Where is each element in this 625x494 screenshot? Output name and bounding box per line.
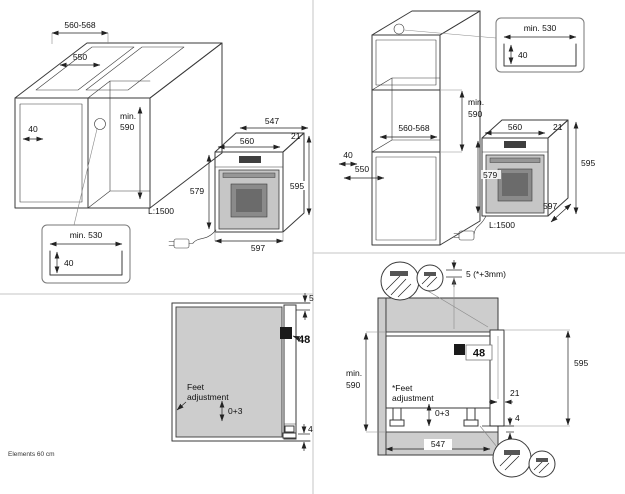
tl-oven-height-dim: 595 xyxy=(290,181,304,191)
oven-door-section xyxy=(489,329,505,427)
tr-inner-width-dim: 550 xyxy=(355,164,369,174)
bl-bracket-height-dim: 48 xyxy=(298,334,310,346)
tr-oven-front-height-dim: 579 xyxy=(483,170,497,180)
tr-niche-min-label: min. xyxy=(468,97,484,107)
tr-oven-height-dim: 595 xyxy=(581,158,595,168)
magnifier-circle xyxy=(416,264,444,292)
br-bottom-gap-dim: 4 xyxy=(515,413,520,423)
br-height-dim: 595 xyxy=(574,358,588,368)
br-adjust-range-dim: 0+3 xyxy=(435,408,450,418)
br-bracket-height-dim: 48 xyxy=(473,348,485,360)
oven-front-section xyxy=(283,304,297,440)
br-min-label: min. xyxy=(346,368,362,378)
oven-handle xyxy=(222,172,276,178)
power-cord xyxy=(473,215,487,235)
tr-oven-front-offset-dim: 21 xyxy=(553,122,563,132)
tl-oven-depth-dim: 547 xyxy=(265,116,279,126)
adjustable-foot xyxy=(284,425,295,433)
tr-installation-drawing: min. 530 40 min. 590 560-568 40 550 xyxy=(338,10,595,246)
foot-base xyxy=(389,419,405,427)
tl-oven-front-height-dim: 579 xyxy=(190,186,204,196)
mounting-bracket xyxy=(280,327,292,339)
tl-recess-depth-dim: min. 530 xyxy=(70,230,103,240)
tr-cable-length: L:1500 xyxy=(489,220,515,230)
bl-feet-label-1: Feet xyxy=(187,382,205,392)
tl-niche-min-value: 590 xyxy=(120,122,134,132)
tl-oven xyxy=(214,132,305,233)
cabinet-top-panel xyxy=(385,297,499,333)
tl-oven-front-offset-dim: 21 xyxy=(291,131,301,141)
tr-recess-detail-box: min. 530 40 xyxy=(495,17,585,73)
base-cabinet xyxy=(14,42,223,209)
power-cord xyxy=(192,229,217,244)
tl-cable-length: L:1500 xyxy=(148,206,174,216)
tl-recess-detail-box: min. 530 40 xyxy=(41,224,131,284)
tl-oven-body-width-dim: 560 xyxy=(240,136,254,146)
tr-oven-width-dim: 597 xyxy=(543,201,557,211)
oven-display xyxy=(239,156,261,163)
br-section-drawing: 48 0+3 *Feet adjustment min. 590 595 21 … xyxy=(346,260,588,478)
adjustable-foot xyxy=(466,407,476,421)
cabinet-side-panel xyxy=(377,297,387,456)
oven-display xyxy=(504,141,526,148)
detail-callout-bottom xyxy=(479,425,556,478)
foot-base xyxy=(282,432,297,439)
tr-side-dim: 40 xyxy=(343,150,353,160)
tr-niche-min-value: 590 xyxy=(468,109,482,119)
br-top-gap-dim: 5 (*+3mm) xyxy=(466,269,506,279)
tl-installation-drawing: 560-568 550 40 min. 590 min. 530 40 xyxy=(14,20,312,284)
magnifier-circle xyxy=(380,261,420,301)
magnifier-circle xyxy=(528,450,556,478)
power-plug xyxy=(168,238,194,249)
tl-oven-width-dim: 597 xyxy=(251,243,265,253)
mounting-bracket xyxy=(454,344,465,355)
tl-inner-width-dim: 550 xyxy=(73,52,87,62)
tr-recess-height-dim: 40 xyxy=(518,50,528,60)
cabinet-section-fill xyxy=(175,306,283,438)
br-feet-label-1: *Feet xyxy=(392,383,413,393)
br-feet-label-2: adjustment xyxy=(392,393,434,403)
tr-recess-depth-dim: min. 530 xyxy=(524,23,557,33)
magnifier-circle xyxy=(492,438,532,478)
tr-oven xyxy=(481,119,569,217)
tall-cabinet xyxy=(371,10,481,246)
detail-reference-circle xyxy=(94,118,106,130)
adjustable-foot xyxy=(392,407,402,421)
br-min-value: 590 xyxy=(346,380,360,390)
tr-oven-body-width-dim: 560 xyxy=(508,122,522,132)
tr-niche-width-dim: 560-568 xyxy=(398,123,429,133)
foot-base xyxy=(463,419,479,427)
footer-note: Elements 60 cm xyxy=(8,451,55,458)
tl-niche-width-dim: 560-568 xyxy=(64,20,95,30)
tl-recess-height-dim: 40 xyxy=(64,258,74,268)
bl-bottom-gap-dim: 4 xyxy=(308,424,313,434)
bl-feet-label-2: adjustment xyxy=(187,392,229,402)
bl-section-drawing: 5 48 4 Feet adjustment 0+3 xyxy=(171,293,314,451)
bl-adjust-range-dim: 0+3 xyxy=(228,406,243,416)
br-depth-dim: 547 xyxy=(431,439,445,449)
oven-handle xyxy=(489,157,541,163)
bl-top-gap-dim: 5 xyxy=(309,293,314,303)
detail-reference-circle xyxy=(393,23,405,35)
power-plug xyxy=(453,230,475,241)
tl-side-dim: 40 xyxy=(28,124,38,134)
br-front-offset-dim: 21 xyxy=(510,388,520,398)
detail-callout-top xyxy=(380,261,489,328)
tl-niche-min-label: min. xyxy=(120,111,136,121)
